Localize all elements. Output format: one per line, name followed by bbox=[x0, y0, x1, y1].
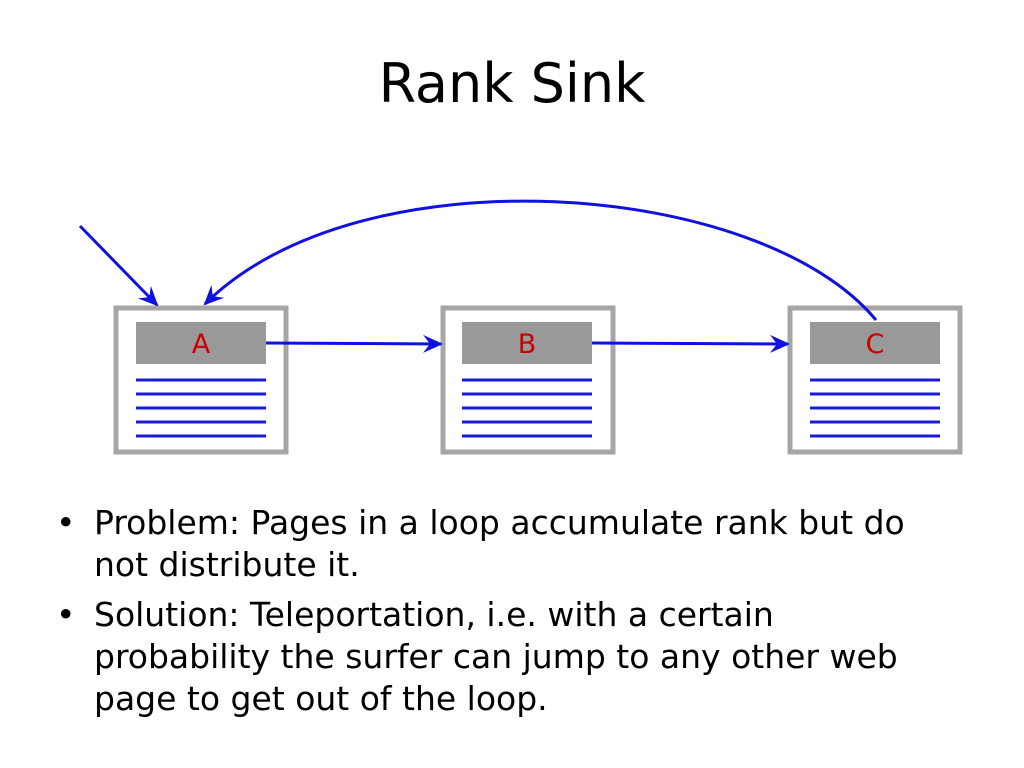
page-title: Rank Sink bbox=[378, 52, 646, 115]
bullet-list: • Problem: Pages in a loop accumulate ra… bbox=[56, 502, 956, 728]
page-text-lines bbox=[810, 378, 940, 438]
page-label: A bbox=[192, 329, 211, 360]
link-arrow-c-to-a bbox=[203, 199, 878, 321]
rank-sink-diagram: A B C bbox=[78, 199, 963, 455]
page-node-a: A bbox=[113, 305, 289, 455]
page-text-lines bbox=[462, 378, 592, 438]
bullet-marker: • bbox=[56, 595, 76, 634]
page-header bbox=[136, 322, 266, 364]
bullet-item-solution: • Solution: Teleportation, i.e. with a c… bbox=[56, 594, 956, 720]
link-arrow-a-to-b bbox=[265, 334, 443, 353]
page-text-lines bbox=[136, 378, 266, 438]
page-header bbox=[810, 322, 940, 364]
page-node-b: B bbox=[440, 305, 616, 455]
bullet-text: Problem: Pages in a loop accumulate rank… bbox=[94, 503, 905, 584]
page-header bbox=[462, 322, 592, 364]
page-node-c: C bbox=[787, 305, 963, 455]
bullet-text: Solution: Teleportation, i.e. with a cer… bbox=[94, 595, 898, 718]
page-label: B bbox=[518, 329, 537, 360]
bullet-item-problem: • Problem: Pages in a loop accumulate ra… bbox=[56, 502, 956, 586]
incoming-link-arrow bbox=[78, 224, 159, 307]
page-label: C bbox=[866, 329, 885, 360]
link-arrow-b-to-c bbox=[591, 334, 790, 353]
bullet-marker: • bbox=[56, 503, 76, 542]
